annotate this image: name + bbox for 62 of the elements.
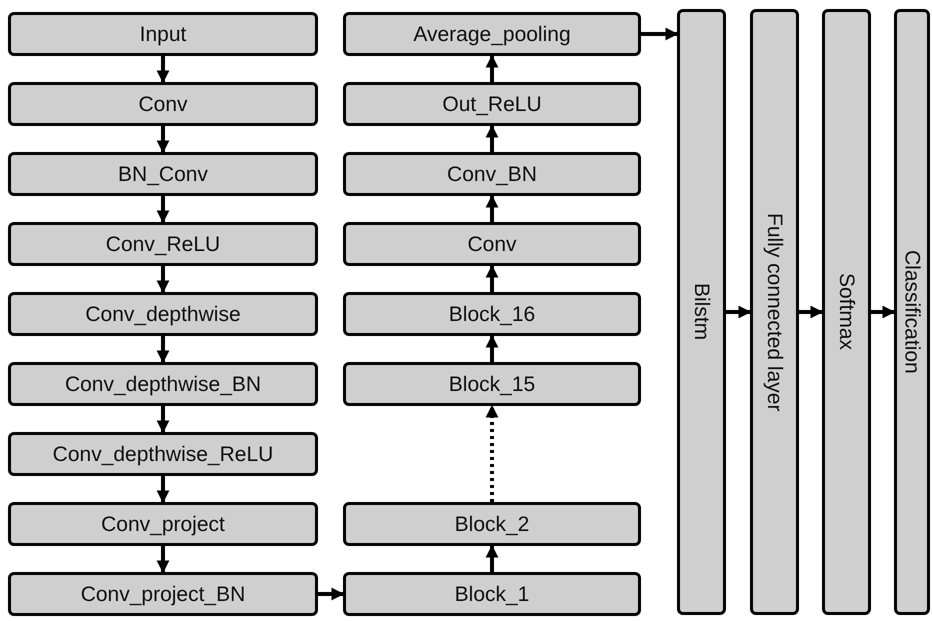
layer-box bbox=[343, 362, 641, 406]
layer-box bbox=[343, 222, 641, 266]
layer-label: Conv_depthwise bbox=[85, 304, 241, 324]
arrow bbox=[871, 306, 896, 318]
layer-box bbox=[8, 572, 318, 616]
layer-label: Input bbox=[140, 24, 186, 44]
layer-label: Fully connected layer bbox=[764, 212, 785, 412]
layer-label: Block_1 bbox=[454, 584, 530, 604]
arrow bbox=[799, 306, 824, 318]
arrow bbox=[156, 56, 170, 84]
layer-label: Conv bbox=[467, 234, 517, 254]
layer-label: Block_16 bbox=[448, 304, 536, 324]
layer-label: Conv_BN bbox=[447, 164, 537, 184]
layer-label: Classification bbox=[902, 250, 922, 374]
layer-label: Conv_ReLU bbox=[106, 234, 220, 254]
layer-box bbox=[343, 502, 641, 546]
layer-box bbox=[343, 12, 641, 56]
layer-label: Conv_depthwise_ReLU bbox=[52, 444, 274, 464]
arrow bbox=[156, 476, 170, 504]
layer-label: Block_15 bbox=[448, 374, 536, 394]
layer-box bbox=[8, 432, 318, 476]
layer-label: Conv bbox=[138, 94, 188, 114]
layer-box bbox=[8, 152, 318, 196]
layer-label: Conv_project_BN bbox=[80, 584, 246, 604]
arrow bbox=[156, 126, 170, 154]
layer-box bbox=[8, 12, 318, 56]
layer-label: Bilstm bbox=[691, 283, 712, 341]
arrow bbox=[486, 124, 498, 152]
layer-label: Conv_depthwise_BN bbox=[64, 374, 262, 394]
layer-bar bbox=[822, 9, 871, 615]
arrow bbox=[156, 196, 170, 224]
layer-box bbox=[343, 82, 641, 126]
layer-box bbox=[8, 82, 318, 126]
layer-box bbox=[8, 222, 318, 266]
arrow bbox=[486, 334, 498, 362]
arrow bbox=[486, 404, 498, 502]
layer-bar bbox=[750, 9, 799, 615]
arrow bbox=[156, 336, 170, 364]
arrow bbox=[318, 588, 344, 600]
layer-bar bbox=[677, 9, 726, 615]
layer-label: Block_2 bbox=[454, 514, 530, 534]
layer-label: Average_pooling bbox=[413, 24, 571, 44]
arrow bbox=[486, 54, 498, 82]
layer-box bbox=[8, 362, 318, 406]
layer-box bbox=[8, 292, 318, 336]
arrow bbox=[641, 28, 678, 40]
arrow bbox=[156, 266, 170, 294]
layer-box bbox=[343, 292, 641, 336]
layer-label: Conv_project bbox=[101, 514, 225, 534]
layer-label: BN_Conv bbox=[118, 164, 208, 184]
arrow bbox=[486, 194, 498, 222]
layer-box bbox=[343, 152, 641, 196]
arrow bbox=[156, 406, 170, 434]
arrow bbox=[726, 306, 752, 318]
layer-label: Softmax bbox=[836, 273, 857, 351]
arrow bbox=[486, 264, 498, 292]
layer-box bbox=[343, 572, 641, 616]
arrow bbox=[486, 544, 498, 572]
layer-bar bbox=[894, 9, 930, 615]
layer-box bbox=[8, 502, 318, 546]
layer-label: Out_ReLU bbox=[442, 94, 542, 114]
arrow bbox=[156, 546, 170, 574]
